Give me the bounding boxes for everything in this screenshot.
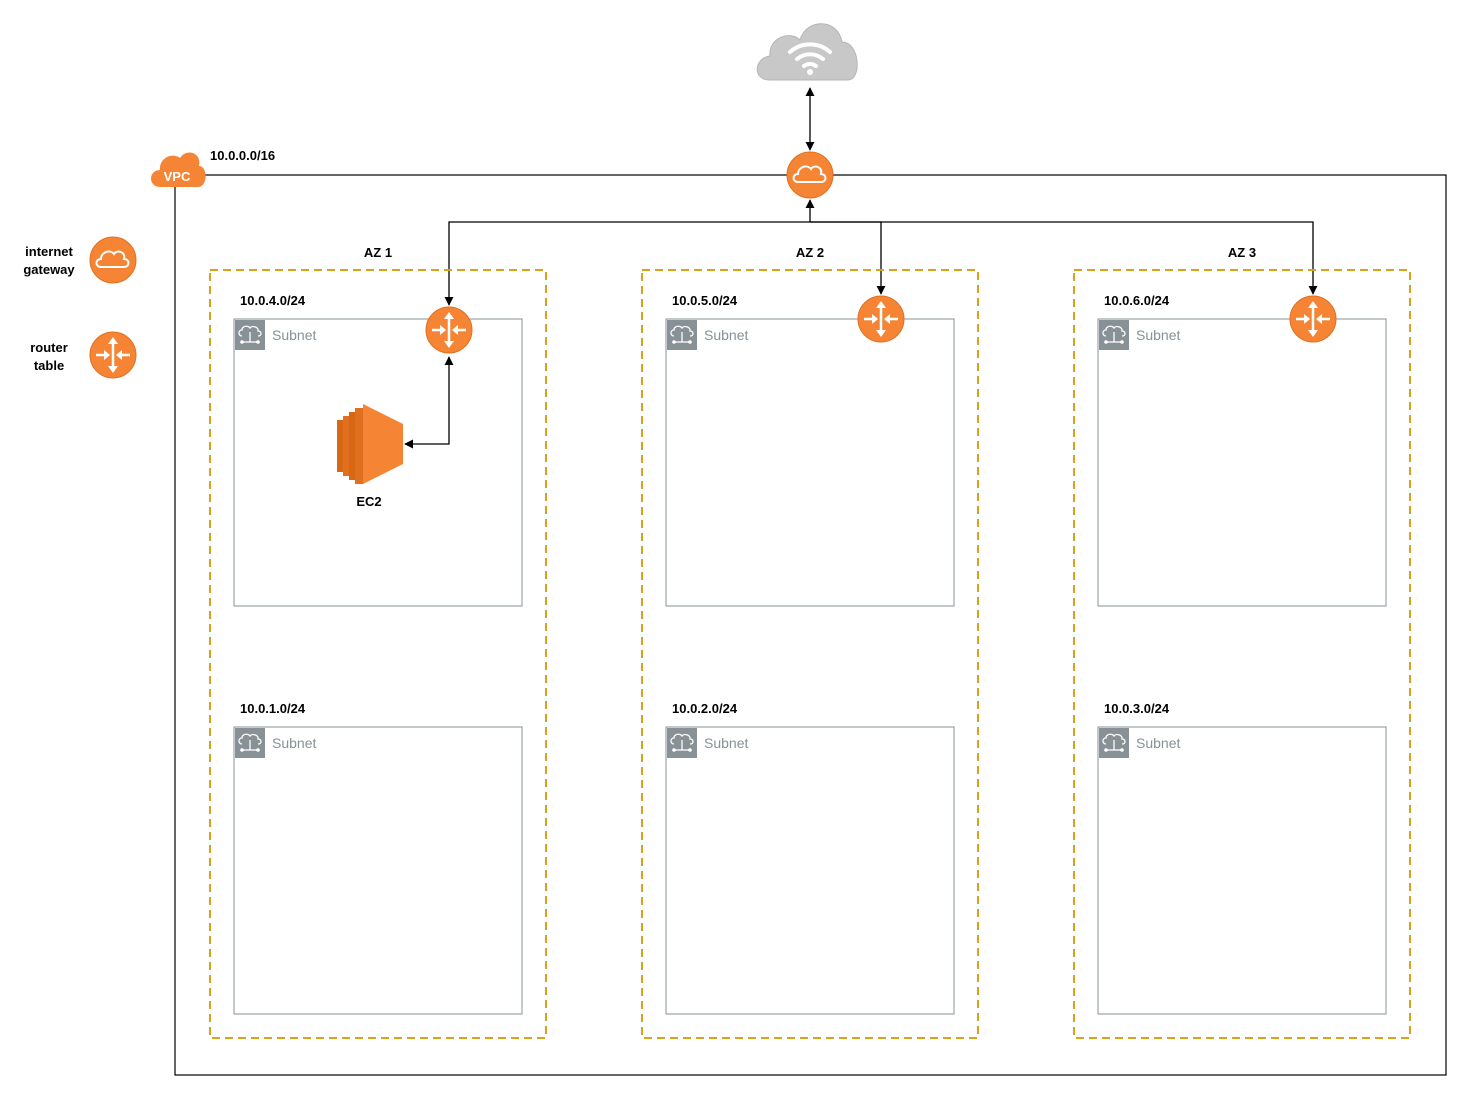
subnet-cidr-label: 10.0.3.0/24 — [1104, 701, 1170, 716]
router-table-icon — [1288, 294, 1338, 344]
subnet-box — [1097, 726, 1387, 1015]
ec2-label: EC2 — [356, 494, 381, 509]
subnet-label: Subnet — [1136, 735, 1180, 751]
legend: internet gateway router table — [23, 236, 138, 380]
subnet-label: Subnet — [704, 327, 748, 343]
subnet-box — [233, 318, 523, 607]
az-3: AZ 3 10.0.6.0/24 Subnet 10.0.3.0/24 Subn… — [1073, 245, 1411, 1039]
subnet-icon — [666, 319, 698, 351]
subnet-label: Subnet — [1136, 327, 1180, 343]
subnet-cidr-label: 10.0.1.0/24 — [240, 701, 306, 716]
subnet-icon — [666, 727, 698, 759]
subnet-icon — [1098, 727, 1130, 759]
az-2-label: AZ 2 — [796, 245, 824, 260]
az-3-boundary — [1073, 269, 1411, 1039]
subnet-icon — [234, 319, 266, 351]
router-table-icon — [424, 305, 474, 355]
subnet-cidr-label: 10.0.6.0/24 — [1104, 293, 1170, 308]
az-2-boundary — [641, 269, 979, 1039]
subnet-box — [665, 726, 955, 1015]
vpc-boundary — [174, 174, 1447, 1076]
router-ec2-connector — [404, 356, 454, 449]
subnet-label: Subnet — [272, 735, 316, 751]
subnet-icon — [234, 727, 266, 759]
subnet-label: Subnet — [704, 735, 748, 751]
igw-route-connectors — [444, 199, 1318, 306]
subnet-box — [1097, 318, 1387, 607]
legend-igw-line1: internet — [25, 244, 73, 259]
subnet-cidr-label: 10.0.4.0/24 — [240, 293, 306, 308]
subnet-box — [233, 726, 523, 1015]
subnet-icon — [1098, 319, 1130, 351]
az-1: AZ 1 10.0.4.0/24 Subnet 10.0.1.0/24 Subn… — [209, 245, 547, 1039]
subnet-label: Subnet — [272, 327, 316, 343]
vpc-icon: VPC — [151, 152, 206, 187]
legend-internet-gateway-icon — [89, 236, 137, 284]
vpc-cidr-label: 10.0.0.0/16 — [210, 148, 275, 163]
az-1-label: AZ 1 — [364, 245, 392, 260]
az-1-boundary — [209, 269, 547, 1039]
az-3-label: AZ 3 — [1228, 245, 1256, 260]
legend-igw-line2: gateway — [23, 262, 75, 277]
internet-cloud-icon — [756, 23, 858, 81]
internet-gateway-icon — [786, 151, 834, 199]
legend-router-icon — [88, 330, 138, 380]
router-table-icon — [856, 294, 906, 344]
subnet-box — [665, 318, 955, 607]
vpc-icon-text: VPC — [164, 169, 191, 184]
az-2: AZ 2 10.0.5.0/24 Subnet 10.0.2.0/24 Subn… — [641, 245, 979, 1039]
ec2-icon — [337, 404, 403, 484]
subnet-cidr-label: 10.0.2.0/24 — [672, 701, 738, 716]
legend-router-line2: table — [34, 358, 64, 373]
legend-router-line1: router — [30, 340, 68, 355]
subnet-cidr-label: 10.0.5.0/24 — [672, 293, 738, 308]
